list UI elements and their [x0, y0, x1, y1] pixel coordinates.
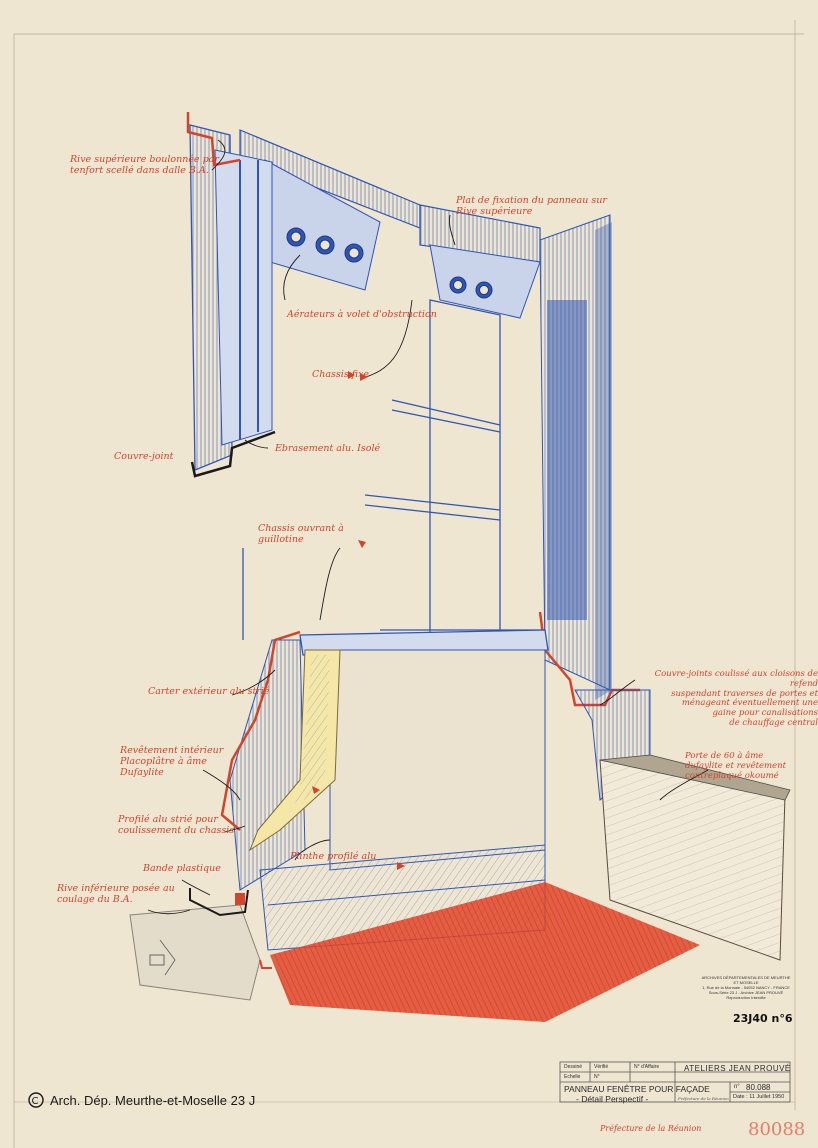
annotation-couvre-joints-coulisse: Couvre-joints coulissé aux cloisons de r… [654, 669, 818, 728]
tb-verifie: Vérifié [594, 1064, 609, 1070]
annotation-rive-superieure: Rive supérieure boulonnée par tenfort sc… [70, 154, 219, 176]
archive-number: 23J40 n°6 [733, 1012, 793, 1025]
leader-arrowheads [312, 371, 405, 870]
foundation [129, 888, 272, 1001]
annotation-ebrasement: Ebrasement alu. Isolé [275, 443, 381, 454]
top-beam [239, 129, 541, 319]
outer-carter [220, 630, 341, 891]
tb-note: Préfecture de la Réunion [678, 1096, 729, 1101]
tb-ateliers: ATELIERS JEAN PROUVÉ [684, 1064, 791, 1073]
annotation-chassis-ouvrant: Chassis ouvrant à guillotine [258, 523, 344, 545]
tb-echelle: Echelle [564, 1074, 581, 1080]
tb-title-line2: - Détail Perspectif - [576, 1094, 649, 1104]
annotation-aerateurs: Aérateurs à volet d'obstruction [287, 309, 437, 320]
annotation-rive-inferieure: Rive inférieure posée au coulage du B.A. [57, 883, 175, 905]
annotation-chassis-fixe: Chassis fixe [312, 369, 370, 380]
window-frame [242, 299, 549, 656]
copyright-icon: C [28, 1092, 44, 1108]
annotation-bande: Bande plastique [143, 863, 221, 874]
annotation-couvre-joint: Couvre-joint [114, 451, 174, 462]
left-jamb [186, 112, 276, 478]
archive-marks: 23J40 n°6 [733, 1012, 793, 1025]
aerator-holes [286, 227, 493, 299]
annotation-revetement: Revêtement intérieur Placoplâtre à âme D… [120, 745, 224, 778]
bottom-handwriting: Préfecture de la Réunion [600, 1124, 702, 1133]
annotation-plinthe: Plinthe profilé alu [290, 851, 377, 862]
credit-line: Arch. Dép. Meurthe-et-Moselle 23 J [50, 1093, 256, 1108]
tb-drawing-no-label: n° [734, 1084, 740, 1090]
tb-no: N° [594, 1074, 600, 1080]
tb-date: Date : 11 Juillet 1950 [733, 1094, 785, 1100]
tb-dessine: Dessiné [564, 1064, 583, 1070]
archive-stamp: ARCHIVES DÉPARTEMENTALES DE MEURTHE ET M… [700, 975, 792, 1000]
title-block [559, 1061, 791, 1103]
stamp-line: Reproduction Interdite [726, 995, 766, 1000]
stamp-line: 1, Rue de la Monnaie - 54052 NANCY - FRA… [702, 985, 790, 990]
annotation-plat-fixation: Plat de fixation du panneau sur Rive sup… [456, 195, 607, 217]
annotation-porte: Porte de 60 à âme dufaylite et revêtemen… [685, 751, 787, 781]
leader-lines [147, 139, 709, 915]
tb-drawing-no: 80.088 [746, 1083, 771, 1092]
red-floor [270, 882, 700, 1022]
svg-text:C: C [32, 1096, 39, 1107]
annotation-profile-strie: Profilé alu strié pour coulissement du c… [118, 814, 235, 836]
bottom-number: 80088 [748, 1119, 806, 1140]
tb-title-line1: Panneau fenêtre pour façade [564, 1084, 710, 1094]
stamp-line: ARCHIVES DÉPARTEMENTALES DE MEURTHE ET M… [701, 975, 791, 985]
stamp-line: Sous-Série 23 J - Archive JEAN PROUVÉ [708, 990, 784, 995]
tb-affaire: N° d'Affaire [634, 1064, 660, 1070]
annotation-carter: Carter extérieur alu strié [148, 686, 270, 697]
